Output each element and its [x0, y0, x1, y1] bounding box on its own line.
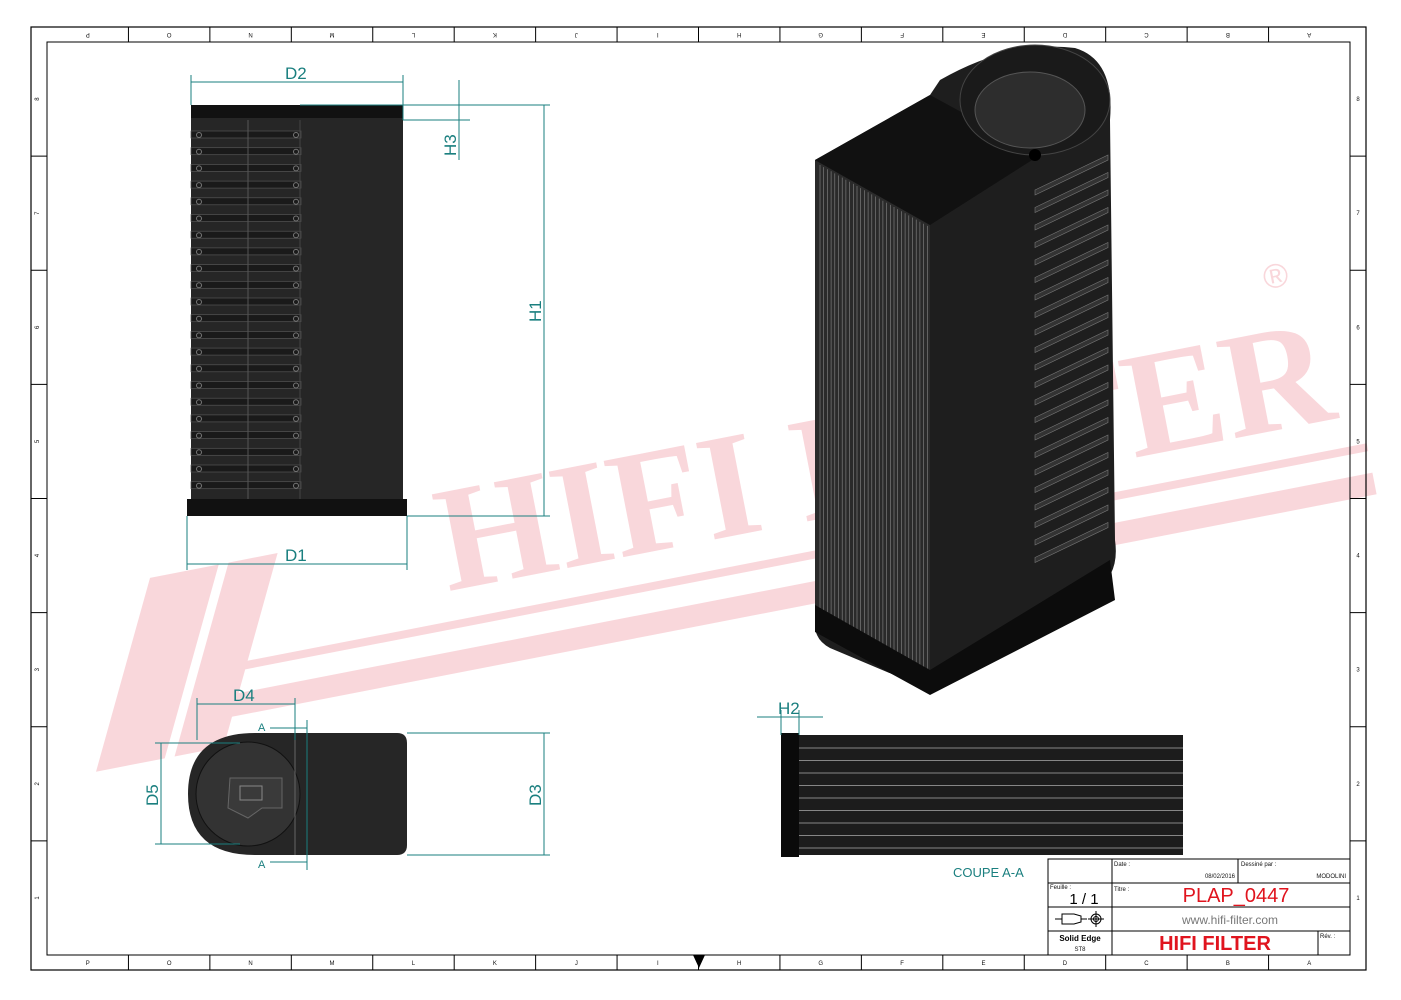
column-marker: J — [575, 961, 578, 967]
drawn-by-value: MODOLINI — [1316, 874, 1346, 880]
column-marker: K — [493, 31, 497, 37]
bottom-view — [188, 733, 407, 855]
row-marker: 6 — [1356, 325, 1360, 331]
section-label: COUPE A-A — [953, 865, 1024, 880]
column-marker: P — [86, 961, 90, 967]
row-marker: 2 — [1356, 782, 1360, 788]
column-marker: H — [737, 961, 741, 967]
front-view-dimensions: D2 H3 H1 D1 — [186, 64, 550, 570]
dim-d3-label: D3 — [526, 784, 545, 806]
date-value: 08/02/2016 — [1205, 874, 1236, 880]
column-marker: G — [818, 31, 823, 37]
row-marker: 8 — [1356, 97, 1360, 103]
column-marker: O — [166, 31, 171, 37]
row-marker: 1 — [1356, 896, 1360, 902]
dim-h3-label: H3 — [441, 134, 460, 156]
column-marker: E — [982, 961, 986, 967]
section-mark-top: A — [258, 722, 266, 734]
dim-d4-label: D4 — [233, 686, 255, 705]
column-marker: E — [982, 31, 986, 37]
column-marker: B — [1226, 31, 1230, 37]
column-marker: A — [1307, 961, 1311, 967]
revision-label: Rév. : — [1320, 934, 1336, 940]
front-view — [187, 105, 407, 516]
column-marker: A — [1307, 31, 1311, 37]
company-name: HIFI FILTER — [1159, 933, 1271, 955]
column-marker: D — [1062, 31, 1067, 37]
row-marker: 3 — [1356, 668, 1360, 674]
sheet-label: Feuille : — [1050, 885, 1071, 891]
center-mark-icon — [693, 955, 705, 968]
row-marker: 2 — [35, 781, 41, 785]
column-marker: F — [900, 961, 904, 967]
column-marker: O — [167, 961, 172, 967]
row-marker: 7 — [1356, 211, 1360, 217]
dim-d1-label: D1 — [285, 546, 307, 565]
zone-markers: P P O O N N M M L L K K J J I I H H G G F F E E D D C C B B A A 8 8 7 7 6 6 5 5… — [31, 27, 1366, 970]
title-block-text: Date : 08/02/2016 Dessiné par : MODOLINI… — [1050, 862, 1346, 955]
bottom-view-dimensions: D4 D5 D3 A A — [143, 686, 550, 871]
row-marker: 5 — [35, 439, 41, 443]
section-mark-bottom: A — [258, 859, 266, 871]
column-marker: H — [737, 31, 741, 37]
website: www.hifi-filter.com — [1181, 913, 1278, 927]
column-marker: F — [900, 31, 904, 37]
column-marker: B — [1226, 961, 1230, 967]
column-marker: M — [330, 961, 335, 967]
title-label: Titre : — [1114, 887, 1129, 893]
row-marker: 4 — [1356, 554, 1360, 560]
drawn-by-label: Dessiné par : — [1241, 862, 1277, 868]
row-marker: 3 — [35, 667, 41, 671]
dim-h2-label: H2 — [778, 699, 800, 718]
dim-d5-label: D5 — [143, 784, 162, 806]
column-marker: L — [411, 31, 415, 37]
dim-h1-label: H1 — [526, 300, 545, 322]
sheet-value: 1 / 1 — [1069, 891, 1098, 908]
isometric-view — [815, 44, 1116, 695]
title-block — [1047, 858, 1351, 956]
column-marker: N — [248, 961, 252, 967]
watermark-registered: ® — [1260, 255, 1292, 297]
column-marker: K — [493, 961, 497, 967]
row-marker: 8 — [35, 97, 41, 101]
section-view — [781, 733, 1183, 857]
row-marker: 6 — [35, 325, 41, 329]
date-label: Date : — [1114, 862, 1130, 868]
row-marker: 5 — [1356, 439, 1360, 445]
software-name: Solid Edge — [1059, 934, 1101, 943]
column-marker: I — [657, 961, 659, 967]
column-marker: G — [818, 961, 823, 967]
row-marker: 1 — [35, 896, 41, 900]
column-marker: M — [330, 31, 335, 37]
projection-symbol-icon — [1055, 911, 1104, 927]
column-marker: N — [248, 31, 252, 37]
column-marker: L — [412, 961, 416, 967]
column-marker: J — [575, 31, 578, 37]
column-marker: C — [1144, 961, 1149, 967]
dim-d2-label: D2 — [285, 64, 307, 83]
column-marker: D — [1063, 961, 1068, 967]
column-marker: I — [657, 31, 659, 37]
section-view-dimensions: H2 COUPE A-A — [757, 699, 1024, 880]
drawing-title: PLAP_0447 — [1183, 885, 1290, 907]
row-marker: 7 — [35, 211, 41, 215]
software-version: ST8 — [1074, 947, 1086, 953]
row-marker: 4 — [35, 553, 41, 557]
column-marker: C — [1144, 31, 1149, 37]
column-marker: P — [86, 31, 90, 37]
